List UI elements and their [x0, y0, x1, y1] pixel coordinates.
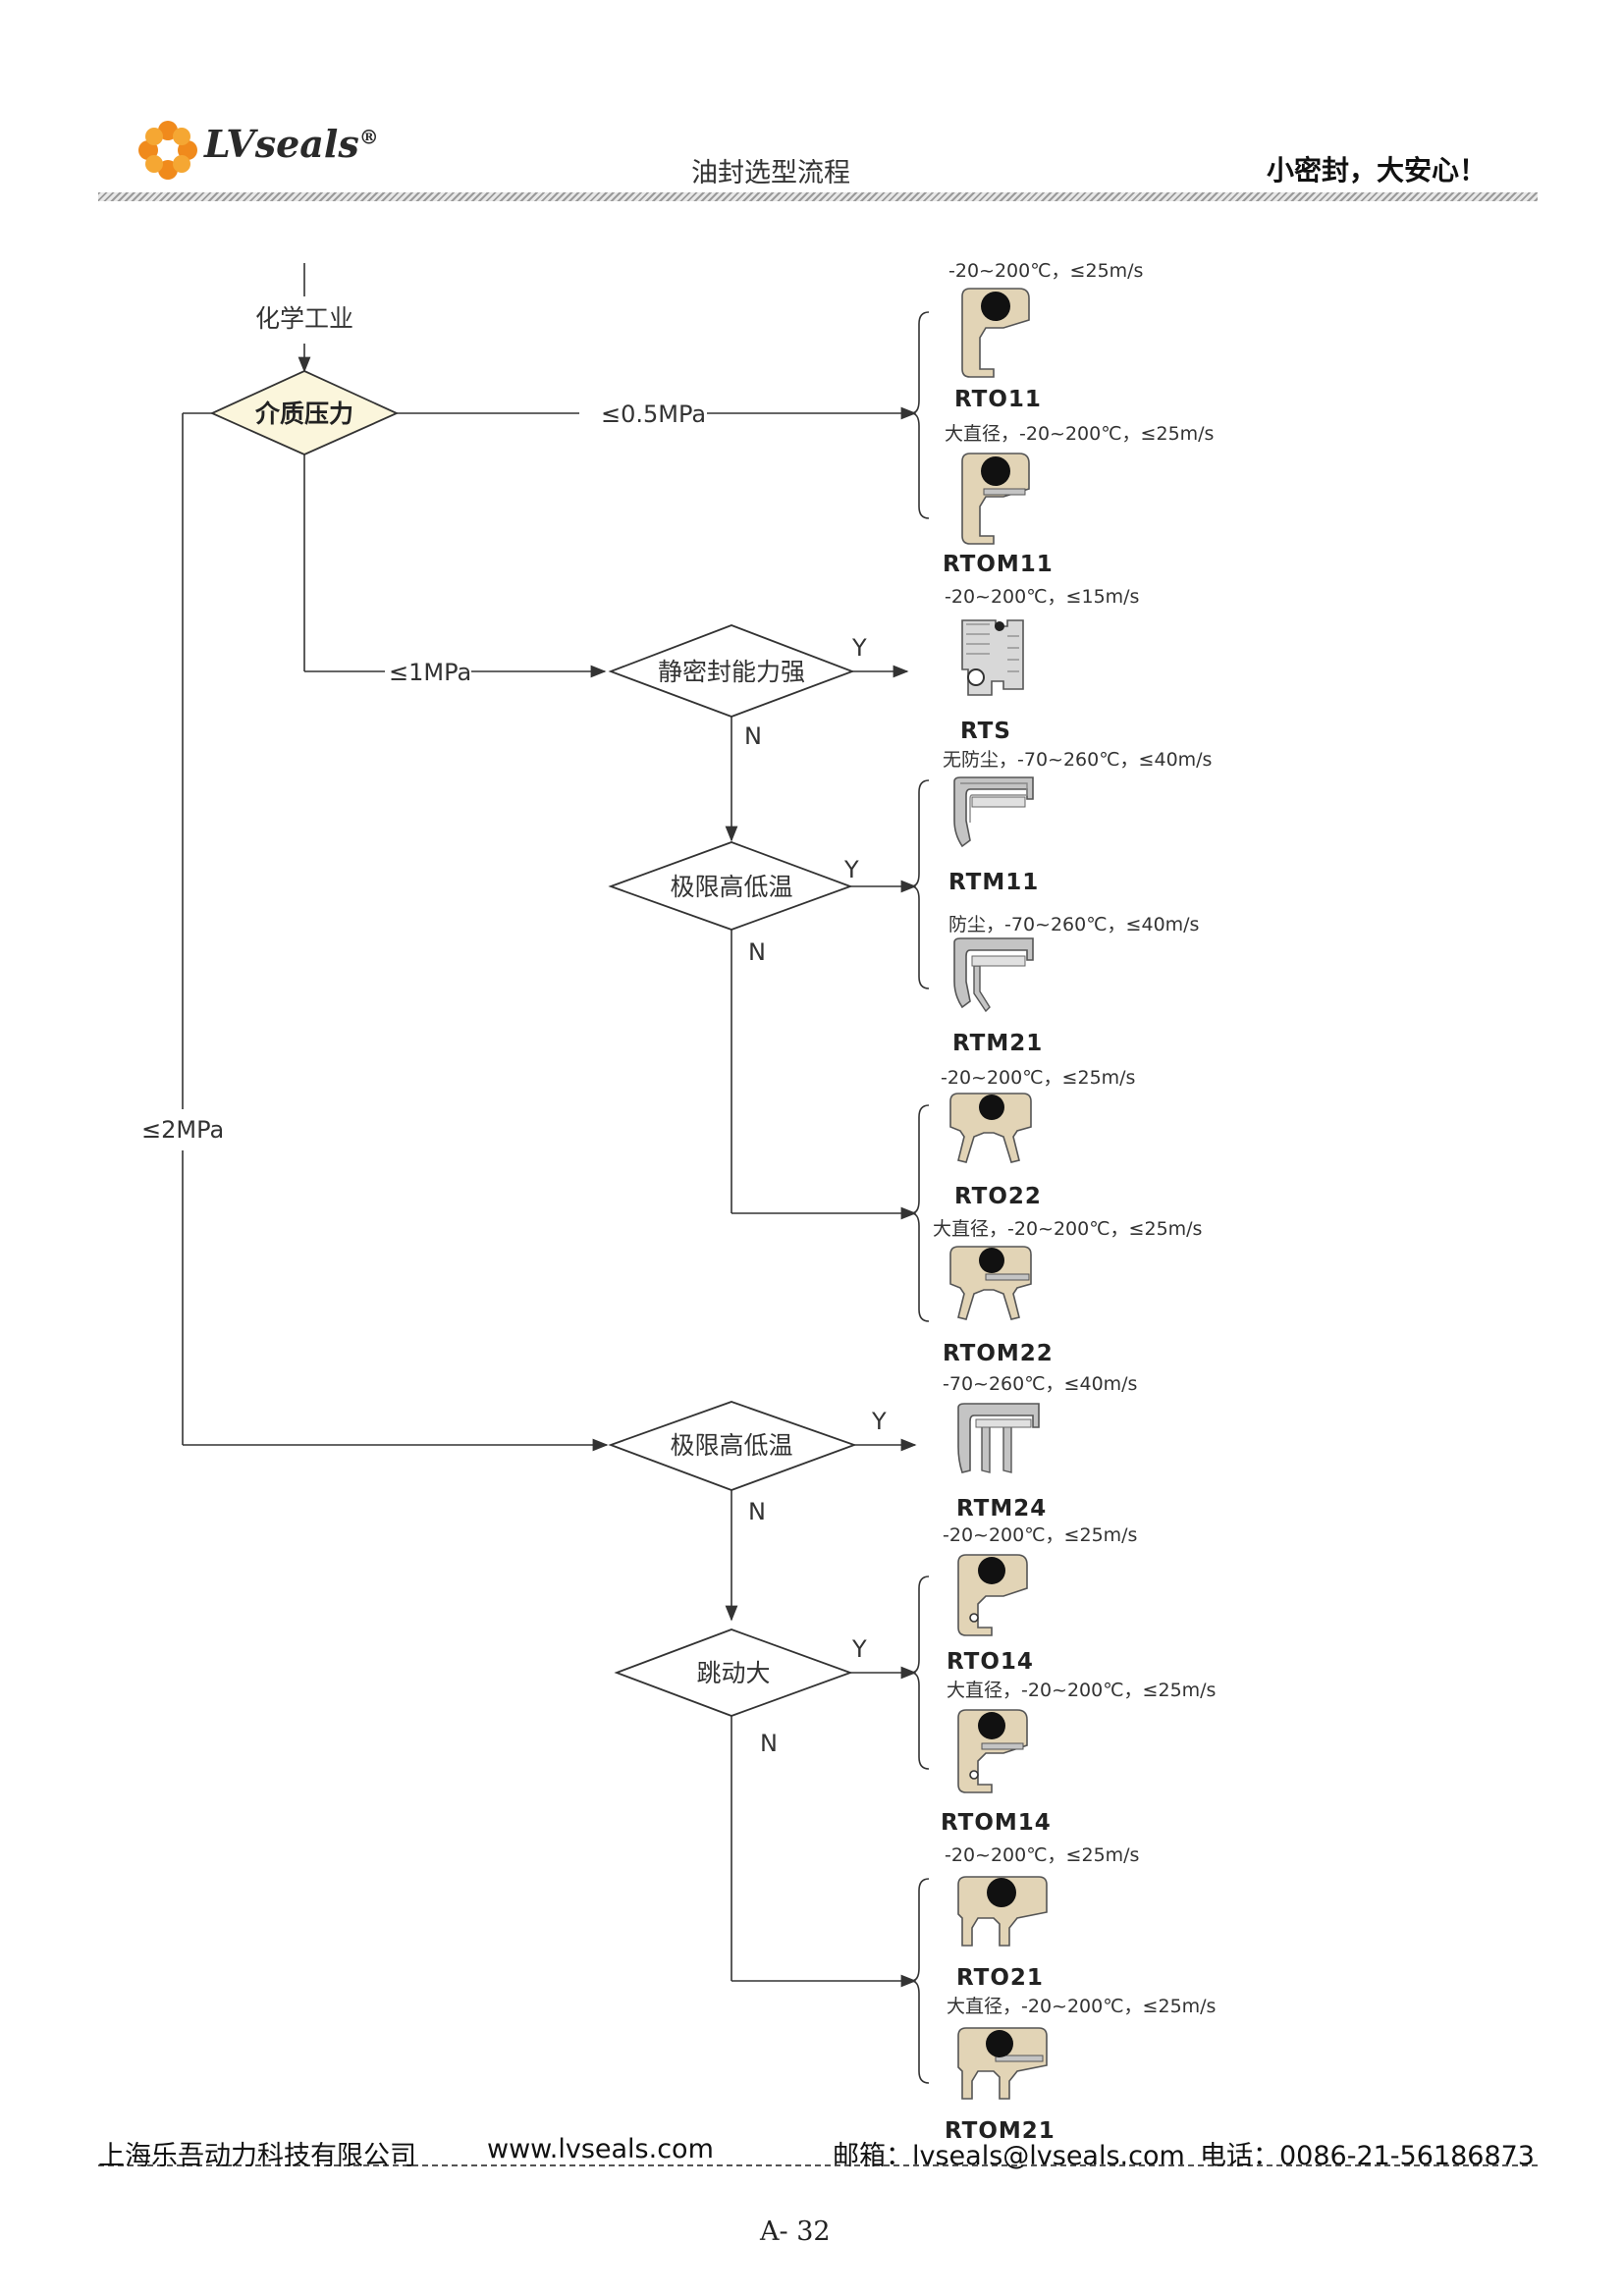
decision-runout	[614, 1629, 853, 1717]
decision-extreme-temp-1-label: 极限高低温	[670, 873, 792, 901]
spec-rto21: -20~200℃，≤25m/s	[945, 1844, 1139, 1866]
rto14-seal-icon	[957, 1554, 1028, 1636]
d4-no-label: N	[748, 1498, 766, 1525]
pressure-1-label: ≤1MPa	[389, 659, 471, 686]
model-rtom11: RTOM11	[943, 552, 1054, 577]
bracket-rto14	[910, 1575, 930, 1770]
decision-extreme-temp-1	[608, 841, 853, 931]
rtom14-seal-icon	[957, 1709, 1028, 1793]
d2-no-label: N	[744, 722, 762, 750]
d4-yes-label: Y	[871, 1408, 887, 1435]
model-rto14: RTO14	[947, 1649, 1034, 1675]
spec-rto11: -20~200℃，≤25m/s	[948, 260, 1143, 282]
spec-rto14: -20~200℃，≤25m/s	[943, 1524, 1137, 1546]
slogan: 小密封，大安心！	[1267, 154, 1488, 187]
model-rtom22: RTOM22	[943, 1341, 1054, 1366]
page-number: A- 32	[760, 2216, 831, 2247]
header-divider	[98, 192, 1538, 201]
model-rto22: RTO22	[954, 1184, 1042, 1209]
rtom11-seal-icon	[961, 453, 1030, 545]
rtom21-seal-icon	[957, 2027, 1048, 2100]
rto22-seal-icon	[949, 1093, 1032, 1163]
model-rts: RTS	[960, 719, 1011, 744]
rtm24-seal-icon	[957, 1403, 1040, 1473]
model-rtm24: RTM24	[956, 1496, 1047, 1522]
spec-rtom21: 大直径，-20~200℃，≤25m/s	[947, 1996, 1216, 2017]
rtm21-seal-icon	[953, 937, 1034, 1013]
decision-static-seal-label: 静密封能力强	[658, 658, 805, 686]
model-rtm11: RTM11	[948, 870, 1039, 895]
spec-rtm21: 防尘，-70~260℃，≤40m/s	[948, 914, 1199, 935]
rtom22-seal-icon	[949, 1246, 1032, 1320]
spec-rts: -20~200℃，≤15m/s	[945, 586, 1139, 608]
footer-website[interactable]: www.lvseals.com	[487, 2134, 714, 2164]
d2-yes-label: Y	[851, 634, 867, 662]
footer-company: 上海乐吾动力科技有限公司	[98, 2141, 416, 2171]
model-rtom14: RTOM14	[941, 1810, 1052, 1836]
rtm11-seal-icon	[953, 776, 1034, 848]
spec-rtm11: 无防尘，-70~260℃，≤40m/s	[943, 749, 1212, 771]
decision-static-seal	[608, 624, 855, 718]
spec-rtom14: 大直径，-20~200℃，≤25m/s	[947, 1680, 1216, 1701]
page-title: 油封选型流程	[691, 158, 850, 188]
decision-extreme-temp-2-label: 极限高低温	[670, 1431, 792, 1460]
brand-text: LVseals	[204, 122, 359, 166]
bracket-rto21	[910, 1878, 930, 2084]
model-rtom21: RTOM21	[945, 2118, 1056, 2144]
spec-rtom11: 大直径，-20~200℃，≤25m/s	[945, 423, 1214, 445]
d5-yes-label: Y	[851, 1635, 867, 1663]
rts-seal-icon	[961, 619, 1024, 696]
lvseals-logo-icon	[138, 121, 197, 180]
pressure-2-label: ≤2MPa	[141, 1116, 224, 1144]
bracket-rto22	[910, 1104, 930, 1322]
rto11-seal-icon	[961, 288, 1030, 378]
decision-pressure	[209, 370, 400, 455]
bracket-rtm	[910, 779, 930, 989]
rto21-seal-icon	[957, 1876, 1048, 1947]
decision-runout-label: 跳动大	[696, 1659, 770, 1687]
footer-phone: 电话：0086-21-56186873	[1200, 2141, 1535, 2171]
footer-divider	[98, 2164, 1538, 2166]
footer-email[interactable]: 邮箱：lvseals@lvseals.com	[833, 2141, 1185, 2171]
pressure-05-label: ≤0.5MPa	[601, 400, 706, 428]
spec-rto22: -20~200℃，≤25m/s	[941, 1067, 1135, 1089]
decision-pressure-label: 介质压力	[254, 400, 353, 428]
model-rtm21: RTM21	[952, 1031, 1043, 1056]
decision-extreme-temp-2	[608, 1401, 857, 1491]
start-label: 化学工业	[255, 304, 353, 333]
spec-rtm24: -70~260℃，≤40m/s	[943, 1373, 1137, 1395]
model-rto11: RTO11	[954, 387, 1042, 412]
spec-rtom22: 大直径，-20~200℃，≤25m/s	[933, 1218, 1202, 1240]
brand-name: LVseals®	[204, 122, 379, 166]
bracket-rto11	[910, 311, 930, 519]
d3-no-label: N	[748, 938, 766, 966]
registered-mark: ®	[358, 125, 379, 149]
d5-no-label: N	[760, 1730, 778, 1757]
d3-yes-label: Y	[843, 856, 859, 883]
model-rto21: RTO21	[956, 1965, 1044, 1991]
